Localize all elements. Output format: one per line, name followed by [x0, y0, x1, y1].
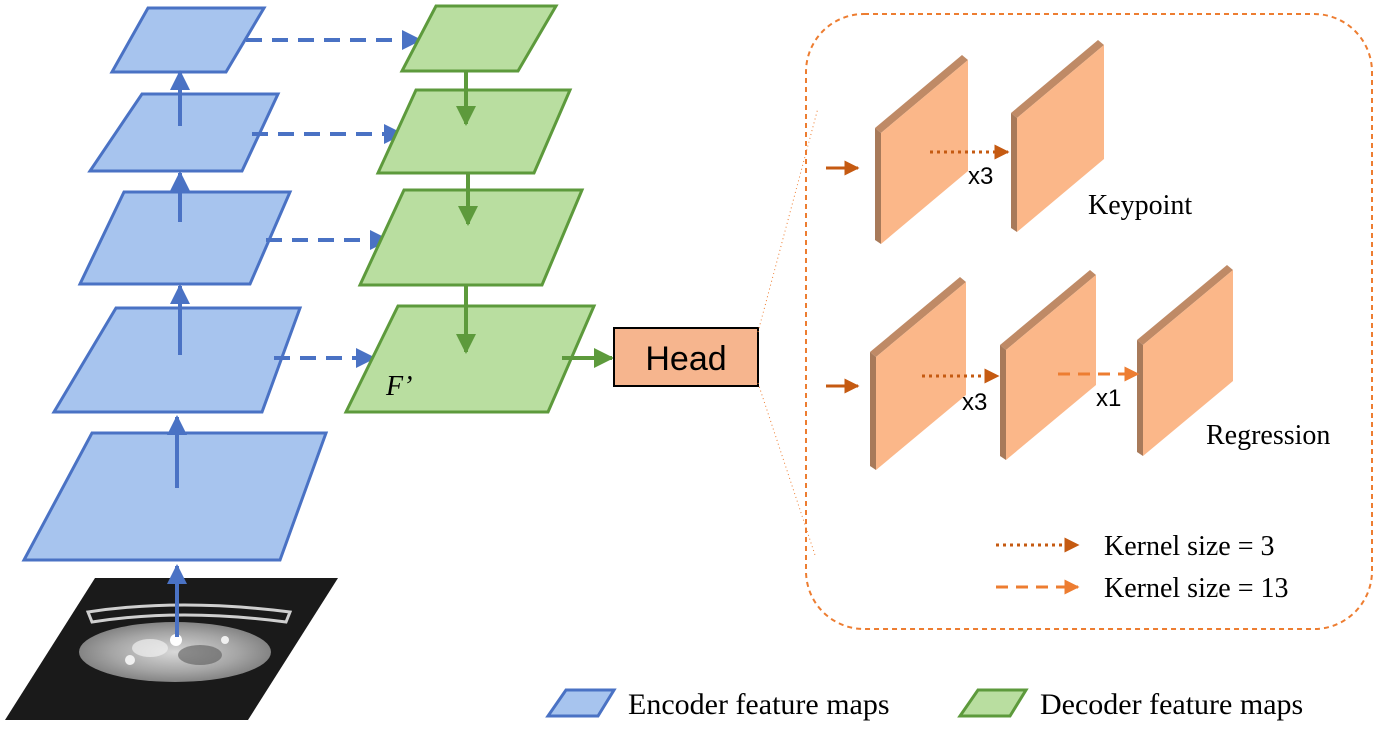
regression-repeat-label-2: x1 — [1096, 385, 1121, 412]
encoder-map-2 — [51, 306, 303, 414]
encoder-legend-label: Encoder feature maps — [628, 688, 890, 721]
feature-label-f-prime: F’ — [385, 371, 412, 402]
regression-branch: x3 x1 Regression — [826, 265, 1330, 470]
kernel-13-label: Kernel size = 13 — [1104, 573, 1289, 604]
decoder-stack — [343, 4, 597, 414]
decoder-down-arrows — [456, 71, 478, 354]
kernel-3-label: Kernel size = 3 — [1104, 531, 1275, 562]
input-ct-image — [5, 578, 338, 720]
encoder-map-4 — [87, 92, 281, 173]
zoom-lines — [757, 107, 819, 556]
kernel-legend: Kernel size = 3 Kernel size = 13 — [996, 531, 1289, 604]
encoder-map-1 — [21, 431, 329, 562]
head-label: Head — [645, 340, 726, 378]
head-detail-panel — [805, 13, 1373, 630]
decoder-map-1 — [343, 304, 597, 414]
regression-label: Regression — [1206, 420, 1330, 451]
keypoint-block-1 — [875, 55, 968, 244]
keypoint-label: Keypoint — [1088, 190, 1192, 221]
keypoint-block-2 — [1011, 40, 1104, 232]
encoder-legend-swatch — [545, 688, 617, 718]
decoder-map-3 — [375, 88, 573, 175]
decoder-map-2 — [357, 188, 585, 287]
encoder-map-5 — [109, 6, 267, 74]
encoder-map-3 — [77, 190, 293, 286]
decoder-legend-swatch — [957, 688, 1029, 718]
decoder-legend-label: Decoder feature maps — [1040, 688, 1303, 721]
keypoint-branch: x3 Keypoint — [826, 40, 1192, 244]
encoder-stack — [21, 6, 329, 562]
map-legend: Encoder feature maps Decoder feature map… — [545, 688, 1303, 721]
decoder-map-4 — [399, 4, 559, 73]
encoder-up-arrows — [167, 70, 190, 637]
keypoint-repeat-label: x3 — [968, 163, 993, 190]
regression-block-1 — [870, 277, 966, 470]
head-box: Head — [613, 327, 759, 387]
regression-block-2 — [1000, 270, 1096, 460]
skip-connections — [246, 30, 422, 368]
regression-repeat-label-1: x3 — [962, 389, 987, 416]
